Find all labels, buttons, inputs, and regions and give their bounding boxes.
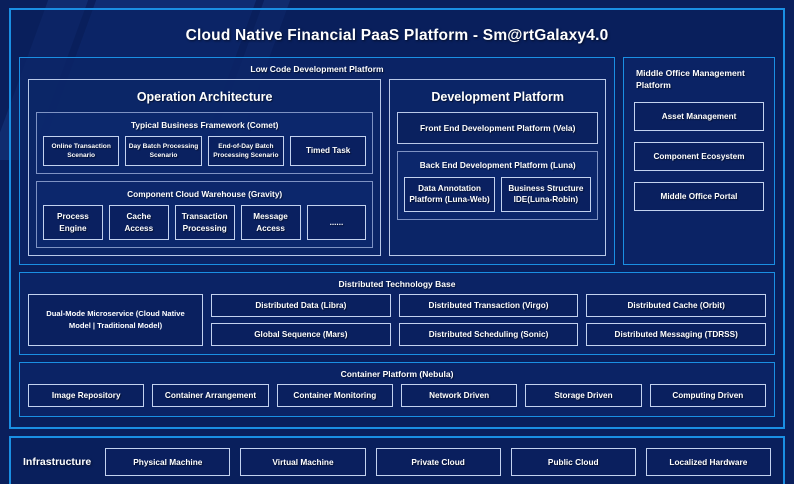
container-item-container-monitoring[interactable]: Container Monitoring bbox=[276, 383, 393, 407]
dtb-item-distributed-cache[interactable]: Distributed Cache (Orbit) bbox=[586, 293, 767, 317]
dual-mode-microservice-box[interactable]: Dual-Mode Microservice (Cloud Native Mod… bbox=[28, 293, 203, 346]
typical-business-framework-group: Typical Business Framework (Comet) Onlin… bbox=[36, 112, 374, 175]
dtb-item-distributed-transaction[interactable]: Distributed Transaction (Virgo) bbox=[398, 293, 579, 317]
container-item-storage-driven[interactable]: Storage Driven bbox=[525, 383, 642, 407]
distributed-technology-row-2: Global Sequence (Mars) Distributed Sched… bbox=[211, 322, 767, 346]
low-code-header: Low Code Development Platform bbox=[250, 64, 384, 74]
platform-frame: Cloud Native Financial PaaS Platform - S… bbox=[9, 8, 785, 429]
warehouse-item-more[interactable]: ...... bbox=[306, 205, 367, 240]
development-platform-title: Development Platform bbox=[431, 90, 565, 104]
page-title: Cloud Native Financial PaaS Platform - S… bbox=[185, 27, 609, 44]
dtb-item-distributed-messaging[interactable]: Distributed Messaging (TDRSS) bbox=[586, 322, 767, 346]
dtb-item-distributed-data[interactable]: Distributed Data (Libra) bbox=[211, 293, 391, 317]
container-platform: Container Platform (Nebula) Image Reposi… bbox=[19, 361, 775, 417]
low-code-columns: Operation Architecture Typical Business … bbox=[28, 79, 606, 256]
middle-office-title: Middle Office Management Platform bbox=[636, 68, 745, 91]
back-end-item-business-structure-ide[interactable]: Business Structure IDE(Luna-Robin) bbox=[500, 177, 592, 212]
distributed-technology-grid: Distributed Data (Libra) Distributed Tra… bbox=[211, 293, 767, 346]
middle-office-item-component-ecosystem[interactable]: Component Ecosystem bbox=[634, 141, 764, 171]
component-cloud-warehouse-items: Process Engine Cache Access Transaction … bbox=[43, 205, 367, 240]
warehouse-item-transaction-processing[interactable]: Transaction Processing bbox=[174, 205, 235, 240]
development-platform-panel: Development Platform Front End Developme… bbox=[389, 79, 606, 256]
infrastructure-frame: Infrastructure Physical Machine Virtual … bbox=[9, 435, 785, 484]
framework-item-day-batch[interactable]: Day Batch Processing Scenario bbox=[125, 136, 202, 167]
operation-architecture-title: Operation Architecture bbox=[136, 90, 273, 104]
dtb-item-distributed-scheduling[interactable]: Distributed Scheduling (Sonic) bbox=[398, 322, 579, 346]
infrastructure-item-physical-machine[interactable]: Physical Machine bbox=[105, 447, 231, 476]
middle-office-item-asset-management[interactable]: Asset Management bbox=[634, 101, 764, 131]
container-platform-items: Image Repository Container Arrangement C… bbox=[28, 383, 766, 407]
back-end-items: Data Annotation Platform (Luna-Web) Busi… bbox=[404, 177, 592, 212]
infrastructure-label: Infrastructure bbox=[23, 455, 92, 468]
back-end-development-platform-group: Back End Development Platform (Luna) Dat… bbox=[397, 151, 598, 220]
framework-item-online-transaction[interactable]: Online Transaction Scenario bbox=[43, 136, 120, 167]
infrastructure-item-localized-hardware[interactable]: Localized Hardware bbox=[645, 447, 771, 476]
container-item-container-arrangement[interactable]: Container Arrangement bbox=[152, 383, 269, 407]
operation-architecture-panel: Operation Architecture Typical Business … bbox=[28, 79, 382, 256]
container-item-image-repository[interactable]: Image Repository bbox=[28, 383, 145, 407]
low-code-development-platform: Low Code Development Platform Operation … bbox=[19, 57, 615, 265]
warehouse-item-message-access[interactable]: Message Access bbox=[240, 205, 301, 240]
upper-row: Low Code Development Platform Operation … bbox=[19, 57, 775, 265]
framework-item-timed-task[interactable]: Timed Task bbox=[290, 136, 367, 167]
container-item-computing-driven[interactable]: Computing Driven bbox=[649, 383, 766, 407]
back-end-development-platform-title: Back End Development Platform (Luna) bbox=[419, 160, 576, 170]
component-cloud-warehouse-title: Component Cloud Warehouse (Gravity) bbox=[127, 189, 283, 200]
container-platform-header: Container Platform (Nebula) bbox=[340, 368, 454, 379]
infrastructure-item-public-cloud[interactable]: Public Cloud bbox=[510, 447, 636, 476]
typical-business-framework-title: Typical Business Framework (Comet) bbox=[130, 120, 279, 130]
infrastructure-items: Physical Machine Virtual Machine Private… bbox=[105, 447, 771, 476]
framework-item-end-of-day-batch[interactable]: End-of-Day Batch Processing Scenario bbox=[207, 136, 285, 167]
distributed-technology-base-body: Dual-Mode Microservice (Cloud Native Mod… bbox=[28, 293, 767, 346]
warehouse-item-process-engine[interactable]: Process Engine bbox=[43, 205, 103, 240]
component-cloud-warehouse-group: Component Cloud Warehouse (Gravity) Proc… bbox=[36, 181, 374, 248]
warehouse-item-cache-access[interactable]: Cache Access bbox=[108, 205, 169, 240]
distributed-technology-row-1: Distributed Data (Libra) Distributed Tra… bbox=[211, 293, 767, 317]
typical-business-framework-items: Online Transaction Scenario Day Batch Pr… bbox=[43, 136, 367, 167]
dtb-item-global-sequence[interactable]: Global Sequence (Mars) bbox=[211, 322, 391, 346]
infrastructure-item-private-cloud[interactable]: Private Cloud bbox=[375, 447, 501, 476]
middle-office-management-platform: Middle Office Management Platform Asset … bbox=[623, 57, 775, 265]
middle-office-item-portal[interactable]: Middle Office Portal bbox=[634, 181, 764, 211]
distributed-technology-base-header: Distributed Technology Base bbox=[338, 278, 456, 289]
front-end-development-platform[interactable]: Front End Development Platform (Vela) bbox=[397, 112, 598, 144]
middle-office-items: Asset Management Component Ecosystem Mid… bbox=[634, 101, 764, 254]
container-item-network-driven[interactable]: Network Driven bbox=[400, 383, 518, 407]
back-end-item-data-annotation-platform[interactable]: Data Annotation Platform (Luna-Web) bbox=[404, 177, 495, 212]
infrastructure-item-virtual-machine[interactable]: Virtual Machine bbox=[240, 447, 366, 476]
distributed-technology-base: Distributed Technology Base Dual-Mode Mi… bbox=[19, 271, 775, 355]
